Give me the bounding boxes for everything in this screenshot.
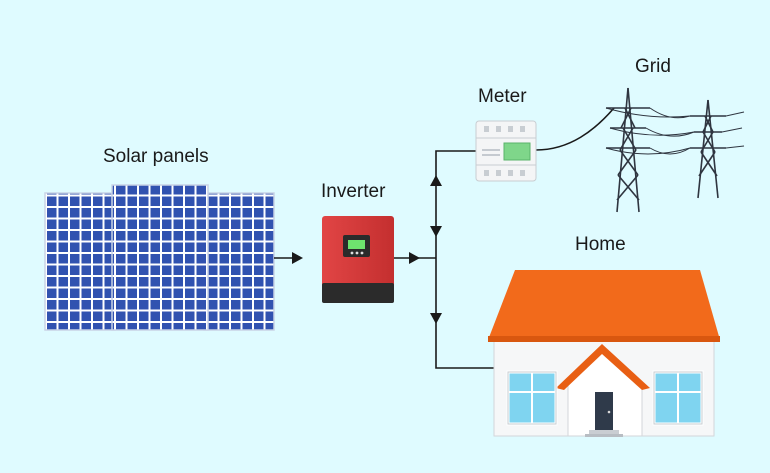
home-label: Home — [575, 234, 626, 255]
arrows — [292, 175, 442, 324]
inverter-label: Inverter — [321, 181, 386, 202]
meter-label: Meter — [478, 86, 527, 107]
inverter-icon — [322, 216, 394, 303]
arrow-to-inverter — [292, 252, 303, 264]
solar-panel-left — [44, 192, 116, 331]
grid-label: Grid — [635, 56, 671, 77]
home-icon — [488, 270, 720, 437]
arrow-from-inverter — [409, 252, 420, 264]
solar-panels-label: Solar panels — [103, 146, 209, 167]
arrow-down-home — [430, 313, 442, 324]
solar-panel-center — [111, 184, 209, 331]
solar-panels-icon — [44, 184, 275, 331]
grid-towers-icon — [605, 87, 745, 213]
arrow-down-junction — [430, 226, 442, 237]
solar-panel-right — [203, 192, 275, 331]
meter-icon — [475, 120, 537, 182]
arrow-up-top — [430, 175, 442, 186]
